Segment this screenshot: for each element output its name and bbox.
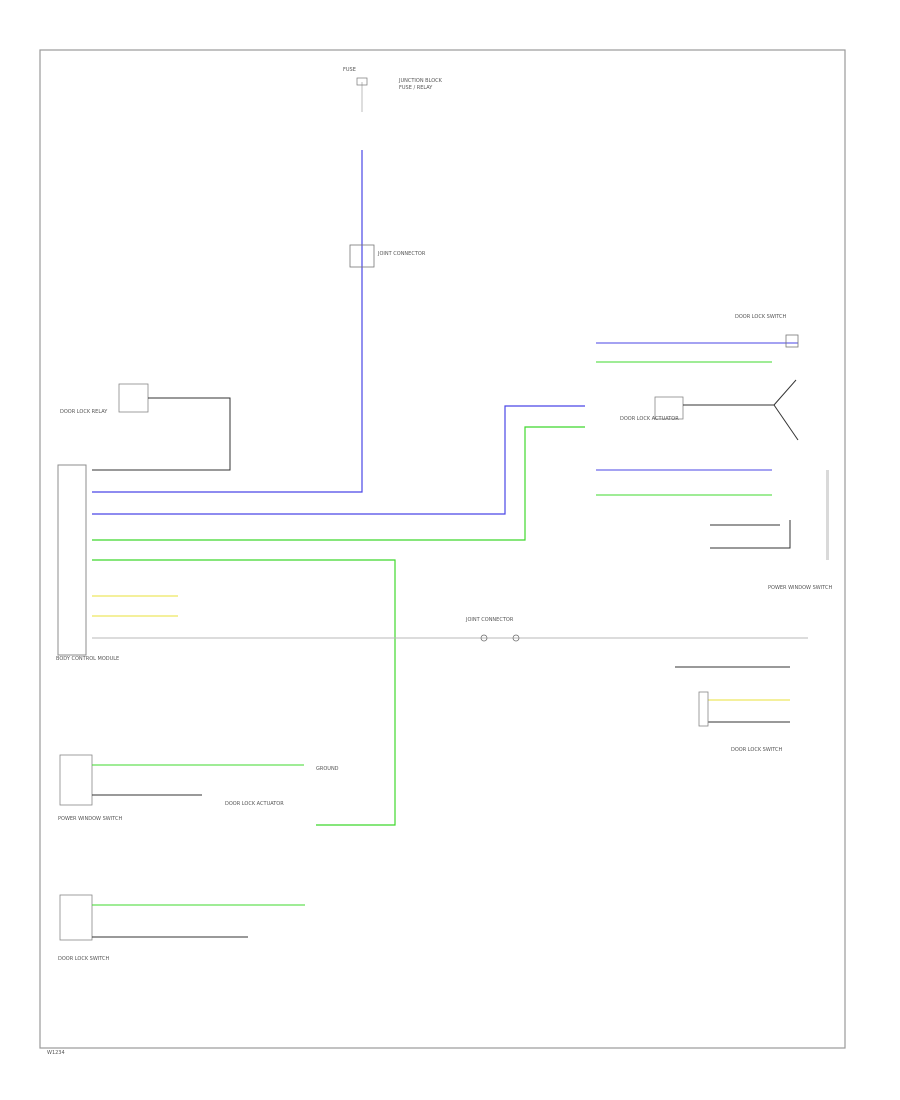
wire-blue-mid [92,405,585,515]
center-connector: JOINT CONNECTOR [465,617,520,642]
right-bottom-label: DOOR LOCK SWITCH [731,747,783,753]
ground-label: GROUND [316,766,339,772]
left-actuator-label: DOOR LOCK ACTUATOR [225,801,284,807]
wire-blue-vertical [92,150,363,493]
top-fuse-block: FUSE JUNCTION BLOCK FUSE / RELAY [343,67,443,112]
right-switch-low-label: POWER WINDOW SWITCH [768,585,832,591]
right-actuator-label: DOOR LOCK ACTUATOR [620,416,679,422]
wire-green-low [92,559,396,826]
left-mid-switch-label: POWER WINDOW SWITCH [58,816,122,822]
left-switch-mid: POWER WINDOW SWITCH [58,754,304,822]
wire-green-mid [92,426,585,541]
body-control-module [57,464,87,656]
left-switch-bottom: DOOR LOCK SWITCH [58,894,305,962]
right-switch-bottom: DOOR LOCK SWITCH [675,666,790,753]
mid-connector-label: JOINT CONNECTOR [377,251,426,257]
left-bottom-switch-label: DOOR LOCK SWITCH [58,956,110,962]
right-actuator: DOOR LOCK ACTUATOR [620,379,799,441]
right-switch-top-label: DOOR LOCK SWITCH [735,314,787,320]
diagram-frame [39,49,846,1049]
top-junction-label: JUNCTION BLOCK [398,78,443,84]
top-fuse-label: FUSE [343,67,356,73]
right-switch-top: DOOR LOCK SWITCH [596,314,799,363]
center-connector-label: JOINT CONNECTOR [465,617,514,623]
door-lock-relay: DOOR LOCK RELAY [60,383,231,471]
module-main-label: BODY CONTROL MODULE [56,656,119,662]
top-junction-detail: FUSE / RELAY [399,85,433,91]
door-lock-relay-label: DOOR LOCK RELAY [60,409,108,415]
right-switch-lower: POWER WINDOW SWITCH [596,469,832,591]
footer-code: W1234 [47,1050,65,1056]
splice-connector-middle [349,244,375,268]
